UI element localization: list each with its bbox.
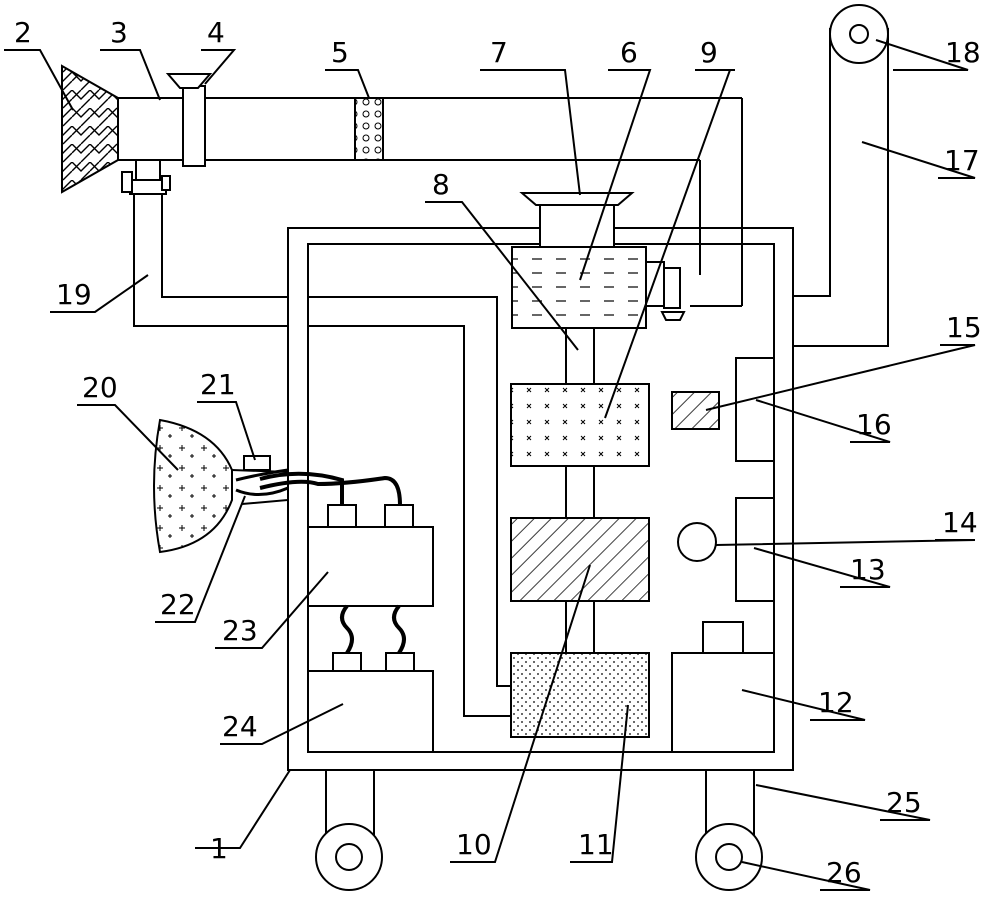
panel-13	[735, 497, 775, 602]
label-5: 5	[331, 36, 349, 69]
label-12: 12	[818, 686, 854, 719]
label-18: 18	[945, 36, 981, 69]
label-9: 9	[700, 36, 718, 69]
nozzle	[61, 64, 119, 194]
label-13: 13	[850, 553, 886, 586]
unit-23	[307, 526, 434, 607]
label-23: 23	[222, 614, 258, 647]
label-11: 11	[578, 828, 614, 861]
label-7: 7	[490, 36, 508, 69]
right-wheel-hub	[715, 843, 743, 871]
square-15	[671, 391, 720, 430]
pulley-hub	[849, 24, 869, 44]
left-wheel	[315, 823, 383, 891]
right-wheel	[695, 823, 763, 891]
valve-body	[182, 85, 206, 167]
label-26: 26	[826, 856, 862, 889]
water-tank	[511, 246, 647, 329]
mask	[153, 418, 233, 554]
valve-funnel	[165, 73, 213, 89]
mask-valve	[243, 455, 271, 471]
left-wheel-hub	[335, 843, 363, 871]
label-25: 25	[886, 786, 922, 819]
label-19: 19	[56, 278, 92, 311]
label-3: 3	[110, 16, 128, 49]
box-12-cap	[702, 621, 744, 654]
callout-labels: 1 2 3 4 5 6 7 8 9 10 11 12 13 14 15 16 1…	[14, 16, 982, 889]
label-16: 16	[856, 408, 892, 441]
label-17: 17	[944, 144, 980, 177]
label-14: 14	[942, 506, 978, 539]
hopper-top	[519, 192, 635, 206]
label-1: 1	[210, 832, 228, 865]
label-24: 24	[222, 710, 258, 743]
label-20: 20	[82, 371, 118, 404]
pulley	[829, 4, 889, 64]
label-6: 6	[620, 36, 638, 69]
hatched-block	[510, 517, 650, 602]
label-8: 8	[432, 168, 450, 201]
filter-block	[354, 97, 384, 161]
label-21: 21	[200, 368, 236, 401]
panel-16	[735, 357, 775, 462]
label-22: 22	[160, 588, 196, 621]
x-block	[510, 383, 650, 467]
label-2: 2	[14, 16, 32, 49]
label-4: 4	[207, 16, 225, 49]
knob-14	[677, 522, 717, 562]
box-12	[671, 652, 775, 753]
dotted-block	[510, 652, 650, 738]
label-10: 10	[456, 828, 492, 861]
label-15: 15	[946, 311, 982, 344]
